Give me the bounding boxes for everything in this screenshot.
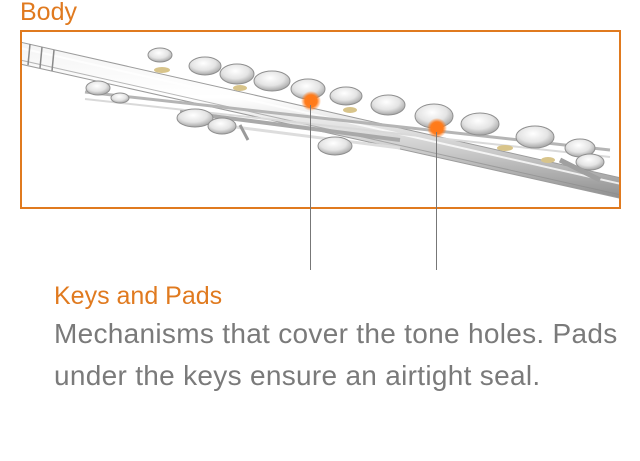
lower-keys bbox=[85, 80, 605, 183]
pads bbox=[154, 67, 555, 163]
flute-tube bbox=[22, 41, 619, 199]
leader-line-1 bbox=[310, 105, 311, 270]
section-label: Body bbox=[20, 0, 77, 26]
leader-line-2 bbox=[436, 132, 437, 270]
highlight-markers bbox=[301, 91, 447, 138]
callout-title: Keys and Pads bbox=[54, 282, 223, 310]
callout-description: Mechanisms that cover the tone holes. Pa… bbox=[54, 318, 618, 391]
